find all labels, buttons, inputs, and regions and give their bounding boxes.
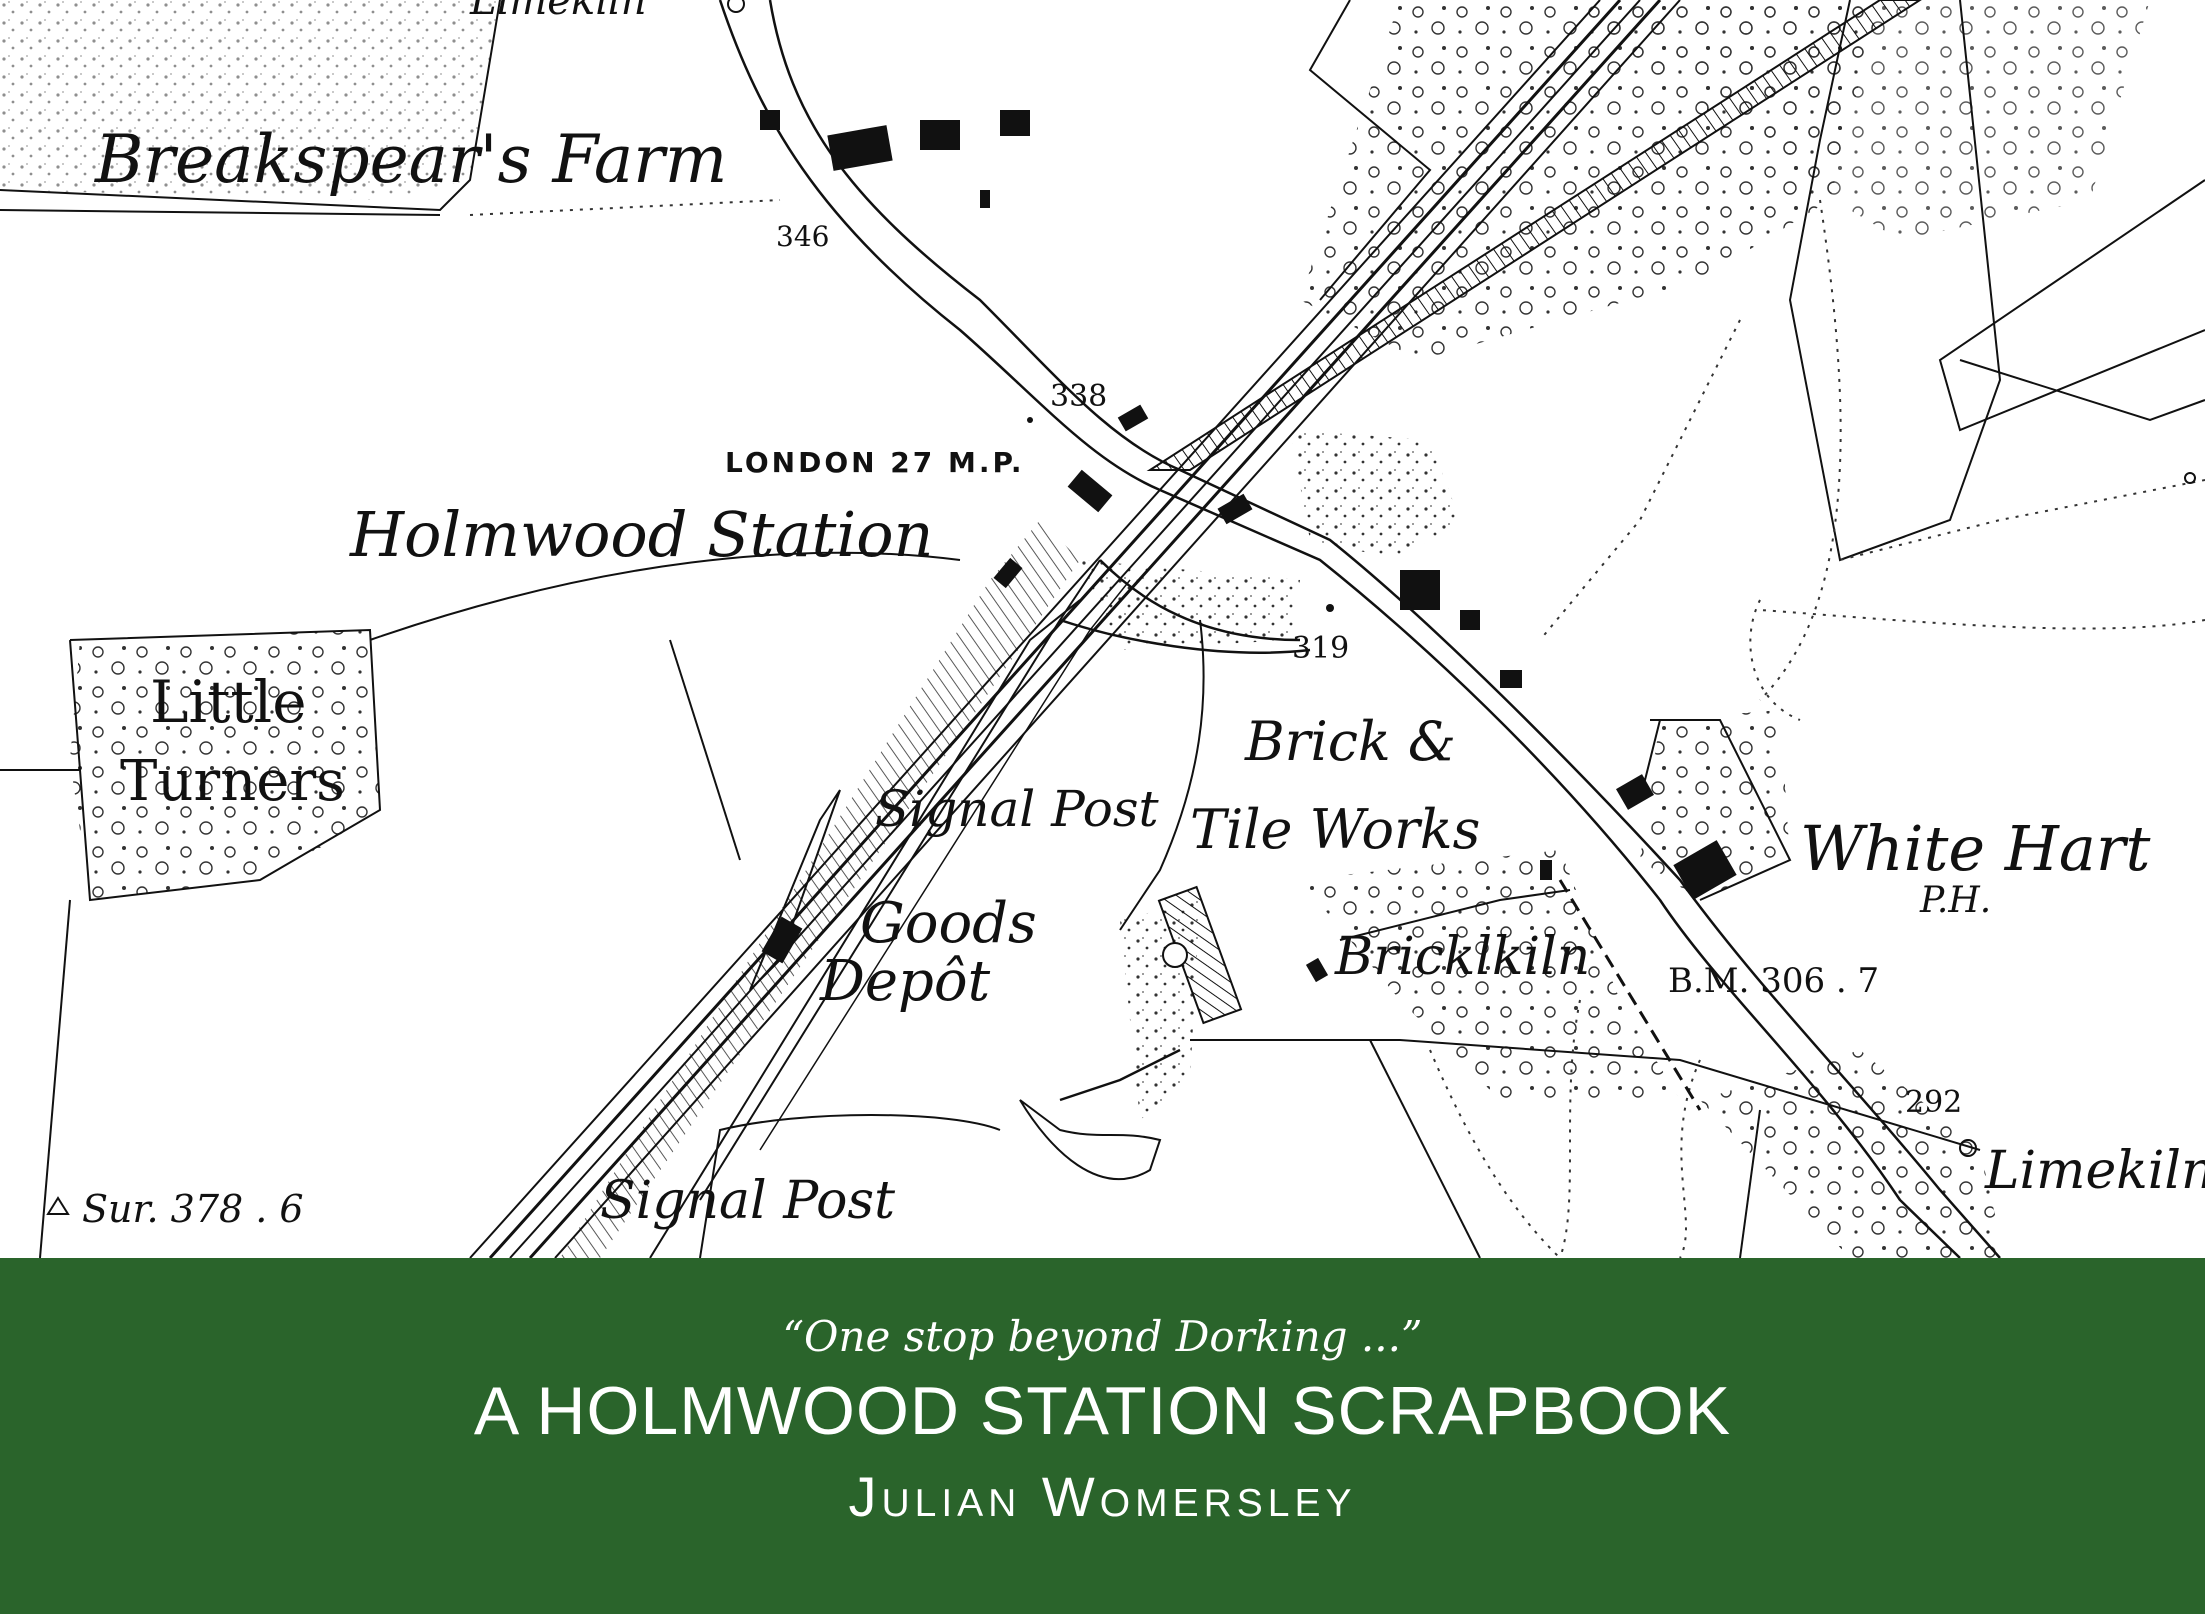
roads xyxy=(718,0,2001,1258)
map-labels: Limekiln Breakspear's Farm 346 338 LONDO… xyxy=(82,0,2205,1231)
spot-markers xyxy=(1027,417,1334,612)
tagline: “One stop beyond Dorking ...” xyxy=(782,1312,1423,1361)
footpaths xyxy=(469,199,2205,1258)
label-breakspears-farm: Breakspear's Farm xyxy=(94,121,727,198)
title-banner: “One stop beyond Dorking ...” A HOLMWOOD… xyxy=(0,1258,2205,1614)
label-bricklkiln: Bricklkiln xyxy=(1334,927,1590,987)
label-depot: Depôt xyxy=(819,949,991,1014)
map: Limekiln Breakspear's Farm 346 338 LONDO… xyxy=(0,0,2205,1258)
label-limekiln-right: Limekiln xyxy=(1984,1141,2205,1201)
label-little: Little xyxy=(150,668,307,736)
label-limekiln-top: Limekiln xyxy=(469,0,647,24)
field-textures xyxy=(0,0,2150,1258)
label-brick-and: Brick & xyxy=(1244,710,1456,773)
label-holmwood-station: Holmwood Station xyxy=(349,498,934,571)
label-spot-346: 346 xyxy=(776,220,829,253)
brickworks-kiln xyxy=(1157,885,1243,1025)
survey-marker xyxy=(46,1196,70,1215)
label-london-mp: LONDON 27 M.P. xyxy=(725,446,1025,479)
label-spot-292: 292 xyxy=(1905,1085,1962,1120)
label-white-hart: White Hart xyxy=(1800,812,2150,885)
label-bm: B.M. 306 . 7 xyxy=(1668,961,1879,1001)
label-tile-works: Tile Works xyxy=(1190,798,1480,861)
label-ph: P.H. xyxy=(1919,880,1991,921)
book-title: A HOLMWOOD STATION SCRAPBOOK xyxy=(473,1373,1732,1449)
label-signal-post-2: Signal Post xyxy=(600,1171,895,1231)
label-turners: Turners xyxy=(120,749,345,814)
label-sur: Sur. 378 . 6 xyxy=(82,1187,304,1231)
label-goods: Goods xyxy=(860,891,1037,956)
buildings xyxy=(760,110,1737,983)
railway-line xyxy=(469,0,1922,1258)
label-signal-post-1: Signal Post xyxy=(875,780,1160,838)
label-spot-338: 338 xyxy=(1050,379,1107,414)
label-spot-319: 319 xyxy=(1292,631,1349,666)
limekiln-markers xyxy=(727,0,2196,1157)
author-name: Julian Womersley xyxy=(848,1465,1357,1528)
